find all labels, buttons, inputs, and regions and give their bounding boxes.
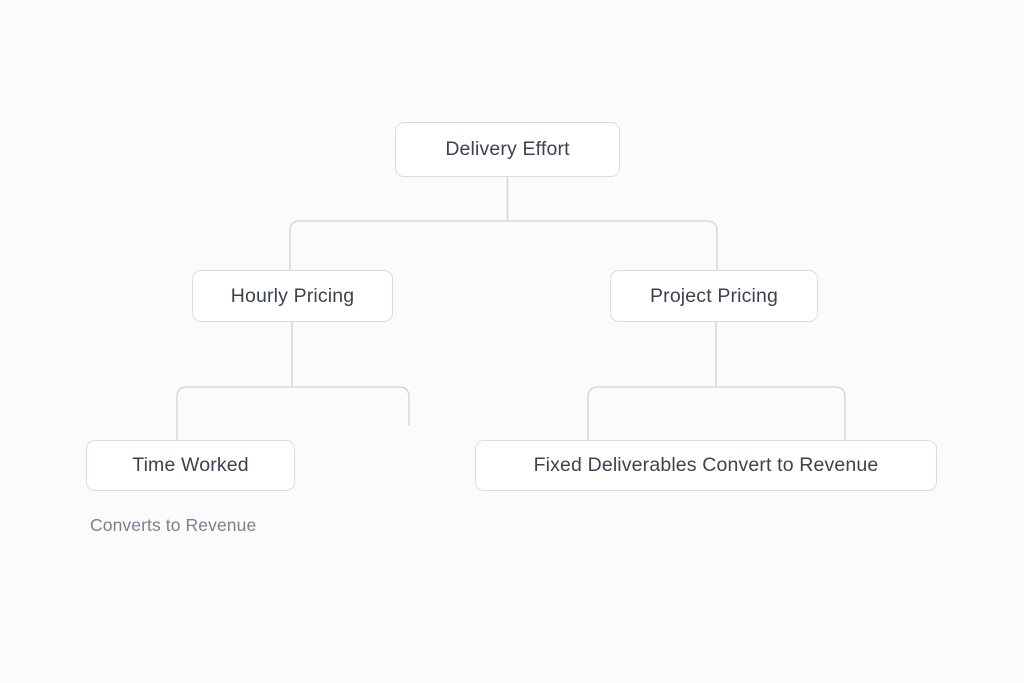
connector-project-pricing-to-fixed-deliverables-left bbox=[587, 386, 717, 441]
caption-converts-to-revenue: Converts to Revenue bbox=[90, 515, 257, 535]
node-project-pricing[interactable]: Project Pricing bbox=[610, 270, 818, 322]
node-fixed-deliverables[interactable]: Fixed Deliverables Convert to Revenue bbox=[475, 440, 937, 491]
connector-project-pricing-to-fixed-deliverables-right bbox=[715, 386, 846, 441]
node-label: Time Worked bbox=[132, 454, 249, 476]
node-label: Delivery Effort bbox=[445, 138, 570, 160]
connector-delivery-effort-to-hourly-pricing bbox=[289, 220, 509, 271]
connector-delivery-effort-to-project-pricing bbox=[506, 220, 718, 271]
node-label: Hourly Pricing bbox=[230, 284, 355, 307]
connector-hourly-pricing-to-unconnected-stub bbox=[291, 386, 410, 426]
node-label: Project Pricing bbox=[650, 284, 778, 307]
connector-hourly-pricing-to-time-worked bbox=[176, 386, 293, 441]
node-hourly-pricing[interactable]: Hourly Pricing bbox=[192, 270, 393, 322]
node-delivery-effort[interactable]: Delivery Effort bbox=[395, 122, 620, 177]
node-label: Fixed Deliverables Convert to Revenue bbox=[533, 454, 879, 476]
node-time-worked[interactable]: Time Worked bbox=[86, 440, 295, 491]
